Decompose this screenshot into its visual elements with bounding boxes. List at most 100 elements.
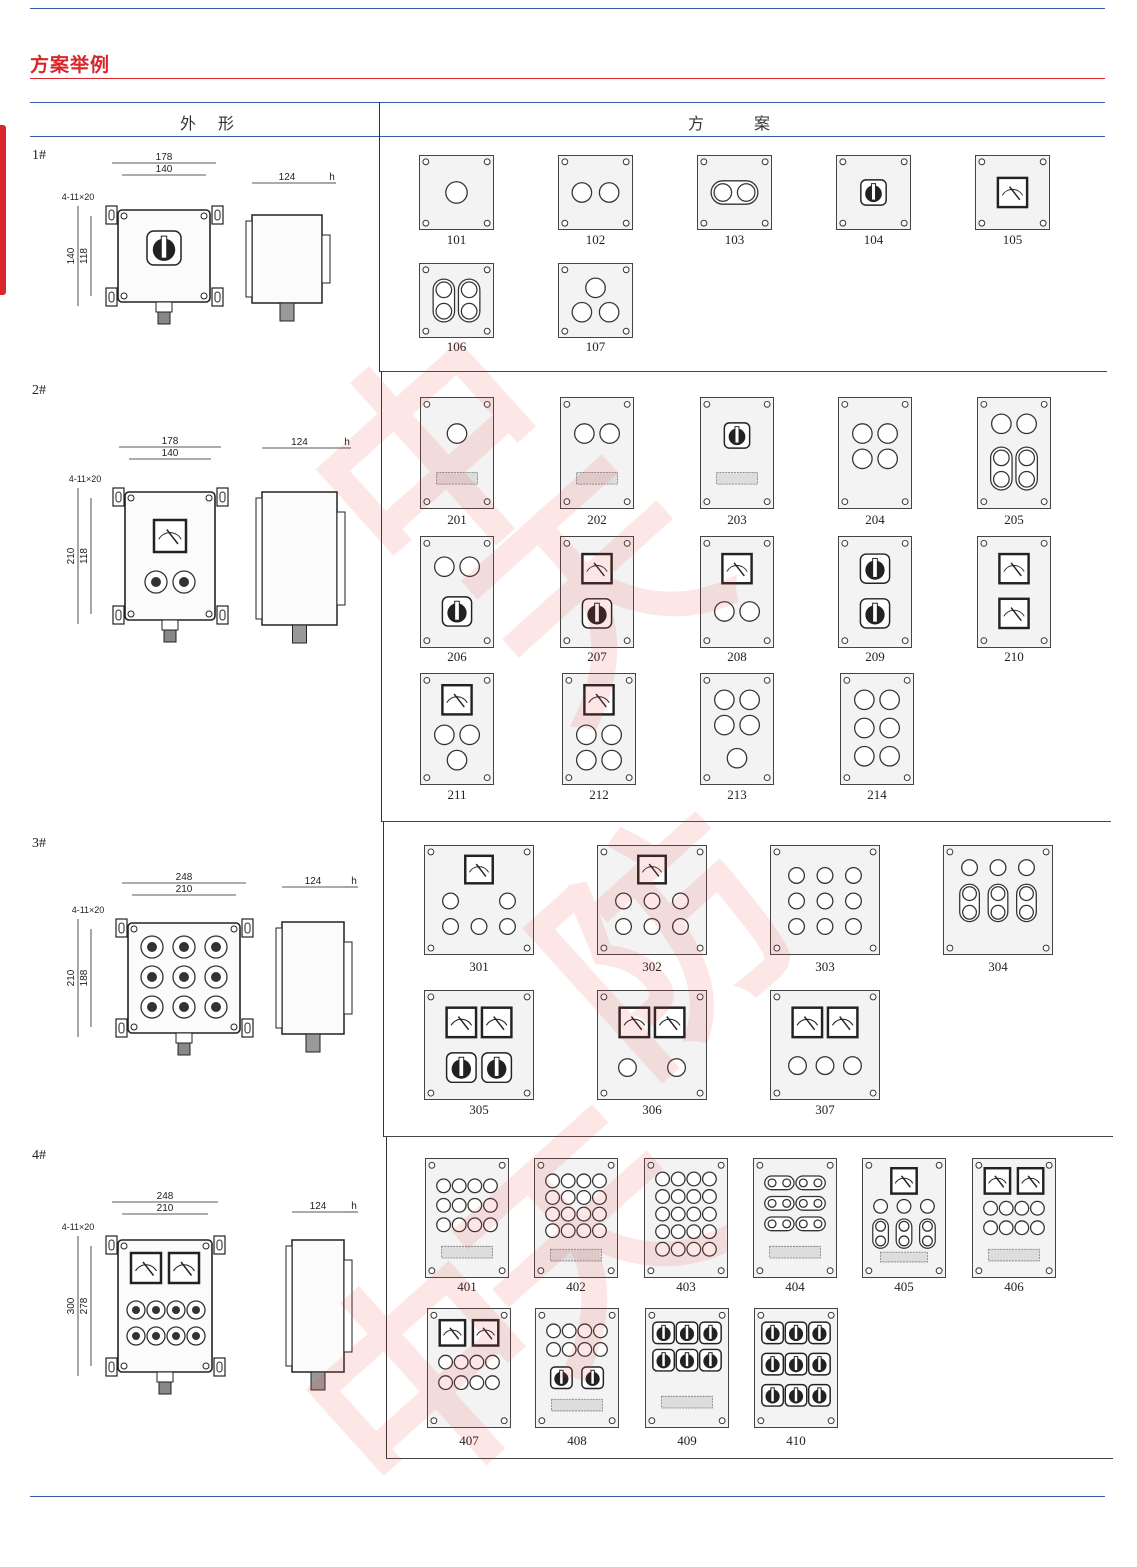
button-hole — [482, 1178, 498, 1194]
button-hole — [961, 859, 979, 877]
button-hole — [575, 749, 597, 771]
button-hole — [655, 1206, 671, 1222]
scheme-panel-102 — [558, 155, 633, 230]
button-hole — [844, 866, 862, 884]
screw-icon — [696, 1089, 704, 1097]
scheme-label: 207 — [587, 649, 607, 664]
meter-icon — [464, 854, 494, 885]
screw-icon — [608, 1311, 616, 1319]
screw-icon — [428, 1267, 436, 1275]
button-hole — [782, 1178, 792, 1188]
button-hole — [816, 892, 834, 910]
screw-icon — [483, 266, 491, 274]
screw-icon — [427, 848, 435, 856]
button-hole — [655, 1224, 671, 1240]
column-divider — [379, 102, 380, 372]
screw-icon — [843, 676, 851, 684]
screw-icon — [763, 539, 771, 547]
button-hole — [615, 918, 633, 936]
screw-icon — [498, 1161, 506, 1169]
button-hole — [767, 1198, 777, 1208]
button-hole — [788, 892, 806, 910]
scheme-panel-211 — [420, 673, 494, 785]
scheme-label: 212 — [589, 787, 609, 802]
meter-icon — [129, 1251, 163, 1285]
screw-icon — [826, 1161, 834, 1169]
screw-icon — [537, 1267, 545, 1275]
scheme-panel-407 — [427, 1308, 511, 1428]
dim-width-inner: 210 — [157, 1203, 174, 1214]
label-plate — [550, 1248, 602, 1262]
button-hole — [788, 866, 806, 884]
rotary-switch-icon — [807, 1352, 831, 1376]
page-title: 方案举例 — [30, 54, 111, 76]
meter-icon — [637, 854, 667, 885]
screw-icon — [869, 848, 877, 856]
screw-icon — [975, 1161, 983, 1169]
dim-side-h: h — [344, 437, 350, 448]
scheme-label: 104 — [863, 232, 884, 247]
button-hole — [560, 1223, 576, 1239]
screw-icon — [827, 1417, 835, 1425]
screw-icon — [483, 158, 491, 166]
header-bottom-rule — [30, 136, 1105, 137]
rotary-switch-icon — [581, 598, 613, 629]
rotary-switch-icon — [761, 1321, 785, 1345]
screw-icon — [1045, 1161, 1053, 1169]
button-hole — [873, 1198, 889, 1214]
meter-icon — [152, 518, 188, 554]
screw-icon — [980, 400, 988, 408]
scheme-label: 106 — [446, 339, 467, 354]
button-hole — [853, 745, 875, 767]
button-hole — [599, 423, 621, 444]
button-hole — [446, 423, 468, 444]
screw-icon — [839, 219, 847, 227]
screw-icon — [523, 1089, 531, 1097]
screw-icon — [901, 498, 909, 506]
screw-icon — [757, 1311, 765, 1319]
screw-icon — [763, 637, 771, 645]
button-hole — [844, 892, 862, 910]
button-hole — [813, 1178, 823, 1188]
button-hole — [919, 1198, 935, 1214]
section-rule — [380, 371, 1107, 372]
screw-icon — [900, 219, 908, 227]
button-hole — [701, 1241, 717, 1257]
scheme-label: 305 — [469, 1102, 489, 1117]
screw-icon — [561, 219, 569, 227]
screw-icon — [700, 158, 708, 166]
screw-icon — [763, 676, 771, 684]
section-label-4: 4# — [32, 1148, 46, 1163]
button-hole — [433, 724, 455, 746]
button-hole — [686, 1171, 702, 1187]
button-hole — [498, 918, 516, 936]
rotary-switch-icon — [675, 1321, 699, 1345]
button-hole — [816, 918, 834, 936]
screw-icon — [1039, 158, 1047, 166]
screw-icon — [623, 539, 631, 547]
button-hole — [990, 886, 1006, 902]
screw-icon — [423, 774, 431, 782]
screw-icon — [483, 498, 491, 506]
button-hole — [438, 1354, 454, 1370]
button-hole — [879, 689, 901, 711]
screw-icon — [561, 327, 569, 335]
scheme-panel-301 — [424, 845, 534, 955]
dim-height-outer: 140 — [66, 247, 77, 264]
button-hole — [643, 918, 661, 936]
button-hole — [442, 892, 460, 910]
meter-icon — [998, 552, 1030, 585]
meter-icon — [983, 1166, 1012, 1195]
button-hole — [898, 1220, 910, 1232]
button-hole — [446, 749, 468, 771]
button-hole — [545, 1223, 561, 1239]
scheme-label: 201 — [447, 512, 467, 527]
label-plate — [769, 1245, 821, 1259]
button-hole — [667, 1058, 687, 1078]
button-hole — [451, 1217, 467, 1233]
scheme-label: 211 — [447, 787, 467, 802]
scheme-panel-103 — [697, 155, 772, 230]
button-hole — [436, 1217, 452, 1233]
